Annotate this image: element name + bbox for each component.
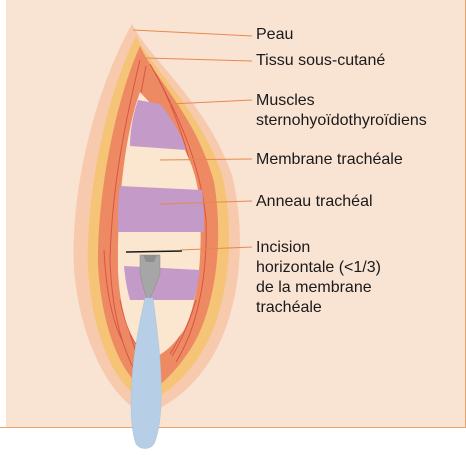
label-muscles-line1: Muscles [256, 91, 315, 111]
label-muscles-line2: sternohyoïdothyroïdiens [256, 111, 427, 131]
incision-line [126, 251, 182, 252]
tracheal-ring-lower [124, 266, 200, 300]
label-incision-line1: Incision [256, 238, 310, 258]
label-skin: Peau [256, 25, 293, 45]
label-incision-line2: horizontale (<1/3) [256, 258, 381, 278]
label-subcutaneous: Tissu sous-cutané [256, 51, 385, 71]
label-membrane: Membrane trachéale [256, 150, 403, 170]
label-incision-line4: trachéale [256, 298, 322, 318]
label-ring: Anneau trachéal [256, 192, 373, 212]
label-incision-line3: de la membrane [256, 278, 372, 298]
tracheal-ring-middle [118, 186, 204, 232]
